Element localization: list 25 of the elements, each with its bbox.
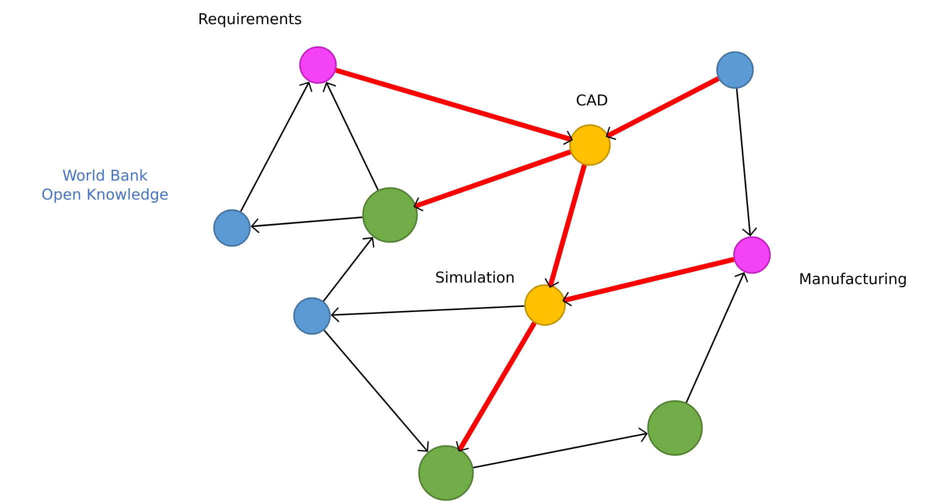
arrow	[335, 68, 573, 146]
arrow	[686, 272, 748, 403]
node-circle	[362, 187, 418, 243]
arrow	[322, 236, 374, 302]
arrow	[473, 427, 648, 468]
arrow	[544, 164, 587, 288]
arrow	[413, 150, 572, 212]
arrow	[322, 82, 379, 190]
arrow	[330, 305, 524, 322]
node-circle	[716, 51, 754, 89]
arrow	[606, 76, 720, 140]
arrow	[736, 88, 758, 236]
arrow	[456, 322, 537, 452]
arrow	[250, 216, 362, 234]
arrow	[562, 256, 734, 306]
node-label: World Bank Open Knowledge	[42, 169, 168, 203]
node-label: Manufacturing	[800, 272, 906, 288]
node-label: CAD	[576, 94, 608, 106]
arrow	[240, 82, 312, 212]
node-circle	[647, 400, 703, 456]
node-label: Requirements	[200, 12, 302, 28]
node-label: Simulation	[436, 271, 514, 283]
arrow	[324, 330, 429, 452]
node-circle	[293, 297, 331, 335]
node-circle	[418, 445, 474, 501]
